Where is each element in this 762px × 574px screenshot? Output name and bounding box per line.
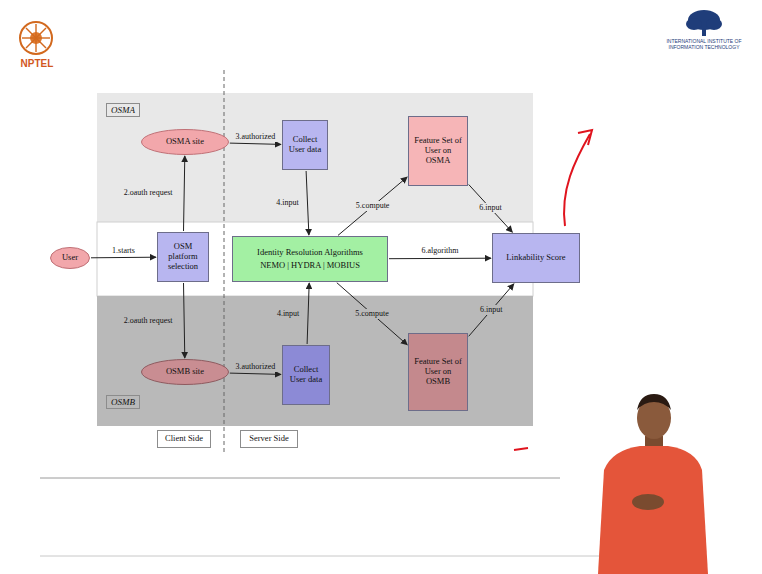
node-text: OSMA site bbox=[166, 137, 204, 147]
annotation-stroke bbox=[564, 134, 590, 226]
node-text: Feature Set of User on OSMA bbox=[412, 136, 464, 165]
node-subtext: NEMO | HYDRA | MOBIUS bbox=[260, 261, 360, 271]
user-ellipse: User bbox=[50, 247, 90, 269]
connector-arrow bbox=[230, 143, 281, 144]
slide-rule bbox=[40, 556, 600, 557]
edge-label: 4.input bbox=[274, 198, 300, 208]
connector-arrow bbox=[184, 283, 185, 358]
edge-label: 4.input bbox=[275, 309, 301, 319]
connector-arrow bbox=[337, 283, 408, 345]
side-label-box: Client Side bbox=[157, 430, 211, 448]
region-name: OSMA bbox=[106, 103, 140, 117]
connector-arrow bbox=[306, 171, 309, 235]
slide-rule bbox=[40, 478, 560, 479]
site-ellipse: OSMA site bbox=[141, 129, 229, 155]
node-text: User bbox=[62, 253, 78, 263]
annotation-stroke bbox=[514, 448, 528, 450]
node-text: Client Side bbox=[165, 434, 203, 444]
site-ellipse: OSMB site bbox=[141, 359, 229, 385]
band-fill bbox=[97, 93, 533, 222]
edge-label: 2.oauth request bbox=[122, 188, 175, 198]
annotation-stroke bbox=[578, 130, 592, 145]
node-text: Feature Set of User on OSMB bbox=[412, 357, 464, 386]
edge-label: 5.compute bbox=[354, 201, 392, 211]
region-band: OSMB OSMB site Collect User data Feature Se… bbox=[97, 296, 533, 426]
process-box: OSM platform selection bbox=[157, 232, 209, 282]
connector-arrow bbox=[389, 258, 491, 260]
edge-label: 6.input bbox=[477, 203, 503, 213]
node-text: OSM platform selection bbox=[161, 242, 205, 271]
process-box: Collect User data bbox=[282, 120, 328, 170]
logo-text: INTERNATIONAL INSTITUTE OF INFORMATION T… bbox=[650, 38, 758, 50]
process-box: Collect User data bbox=[282, 345, 330, 405]
node-text: Collect User data bbox=[286, 365, 326, 385]
logo-text: NPTEL bbox=[14, 58, 60, 69]
feature-box: Feature Set of User on OSMB bbox=[408, 333, 468, 411]
node-text: Server Side bbox=[249, 434, 288, 444]
edge-label: 6.input bbox=[478, 305, 504, 315]
edge-label: 5.compute bbox=[353, 309, 391, 319]
connector-arrow bbox=[469, 284, 514, 337]
connector-arrow bbox=[230, 373, 281, 374]
region-name: OSMB bbox=[106, 395, 140, 409]
algorithm-box: Identity Resolution AlgorithmsNEMO | HYD… bbox=[232, 236, 388, 282]
node-text: OSMB site bbox=[166, 367, 204, 377]
nptel-logo bbox=[20, 22, 52, 54]
edge-label: 1.starts bbox=[110, 246, 137, 256]
node-text: Linkability Score bbox=[506, 253, 565, 263]
edge-label: 6.algorithm bbox=[419, 246, 460, 256]
node-text: Identity Resolution Algorithms bbox=[257, 248, 363, 258]
region-band: OSMA OSMA site Collect User data Feature Se… bbox=[97, 93, 533, 222]
node-text: Collect User data bbox=[286, 135, 324, 155]
connector-arrow bbox=[338, 177, 407, 235]
divider-line bbox=[224, 70, 225, 452]
connector-arrow bbox=[469, 185, 513, 233]
presenter-figure bbox=[598, 394, 708, 574]
score-box: Linkability Score bbox=[492, 233, 580, 283]
band-fill bbox=[97, 296, 533, 426]
edge-label: 2.oauth request bbox=[122, 316, 175, 326]
institute-logo bbox=[686, 10, 722, 36]
connector-arrow bbox=[184, 156, 185, 231]
edge-label: 3.authorized bbox=[234, 362, 278, 372]
connector-arrow bbox=[307, 283, 309, 344]
side-label-box: Server Side bbox=[240, 430, 298, 448]
connector-arrow bbox=[91, 257, 156, 259]
feature-box: Feature Set of User on OSMA bbox=[408, 116, 468, 186]
edge-label: 3.authorized bbox=[234, 132, 278, 142]
band-fill bbox=[97, 222, 533, 296]
